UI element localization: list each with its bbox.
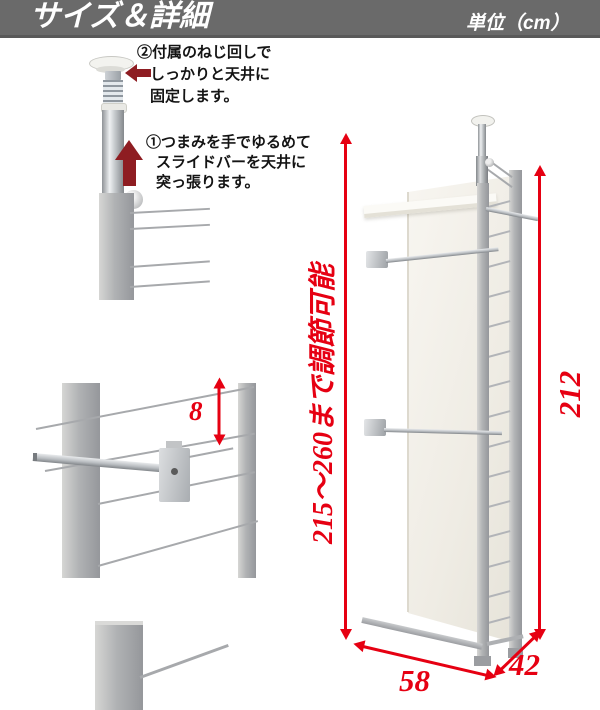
bottom-post [95, 625, 143, 710]
bar-end-cap [33, 453, 37, 461]
slat-wire [129, 260, 210, 268]
left-post [62, 383, 100, 578]
slat-wire [97, 520, 259, 567]
annotation-line: ①つまみを手でゆるめて [146, 135, 312, 151]
header-bar: サイズ＆詳細 単位（cm） [0, 0, 600, 38]
main-post-upper [99, 193, 134, 300]
tension-pole [478, 124, 486, 159]
wire-pitch-arrow [217, 387, 221, 436]
annotation-line: しっかりと天井に [150, 67, 271, 83]
bracket-hole [171, 468, 178, 475]
annotation-step2: ②付属のねじ回しで しっかりと天井に 固定します。 [137, 42, 272, 108]
hanger-hook-bracket [364, 419, 386, 436]
wire-pitch-label: 8 [189, 396, 203, 426]
page-title: サイズ＆詳細 [30, 0, 210, 33]
hanger-hook-bracket [366, 251, 388, 268]
width-label: 58 [399, 663, 430, 698]
annotation-line: スライドバーを天井に [156, 155, 307, 171]
height-label: 212 [552, 370, 587, 418]
annotation-line: 固定します。 [150, 89, 239, 105]
post-top-face [95, 621, 143, 627]
bracket-tab [166, 441, 182, 451]
spring-coil [103, 80, 123, 104]
right-post [238, 383, 256, 578]
back-panel [408, 176, 512, 642]
cap-rim [96, 66, 125, 73]
front-rail-foot [474, 656, 491, 666]
slide-bar-pole [102, 110, 124, 194]
depth-label: 42 [509, 647, 540, 682]
adjustable-height-label: 215〜260まで調節可能 [308, 264, 339, 545]
hanger-bracket [159, 448, 190, 502]
front-rail [477, 183, 489, 665]
annotation-step1: ①つまみを手でゆるめて スライドバーを天井に 突っ張ります。 [146, 133, 311, 193]
unit-label: 単位（cm） [466, 13, 570, 34]
adjustable-height-arrow [344, 143, 347, 630]
slat-wire [129, 223, 210, 230]
height-arrow [538, 175, 541, 630]
annotation-line: 突っ張ります。 [156, 175, 260, 191]
slat-wire [139, 643, 229, 679]
slat-wire [129, 280, 210, 288]
pole-knob [485, 158, 494, 167]
panel-left-edge [407, 192, 409, 612]
back-rail [509, 170, 522, 656]
adjuster-nut [105, 71, 121, 80]
slat-wire [129, 207, 210, 214]
annotation-line: ②付属のねじ回しで [137, 45, 272, 61]
slat-wire [188, 447, 234, 458]
